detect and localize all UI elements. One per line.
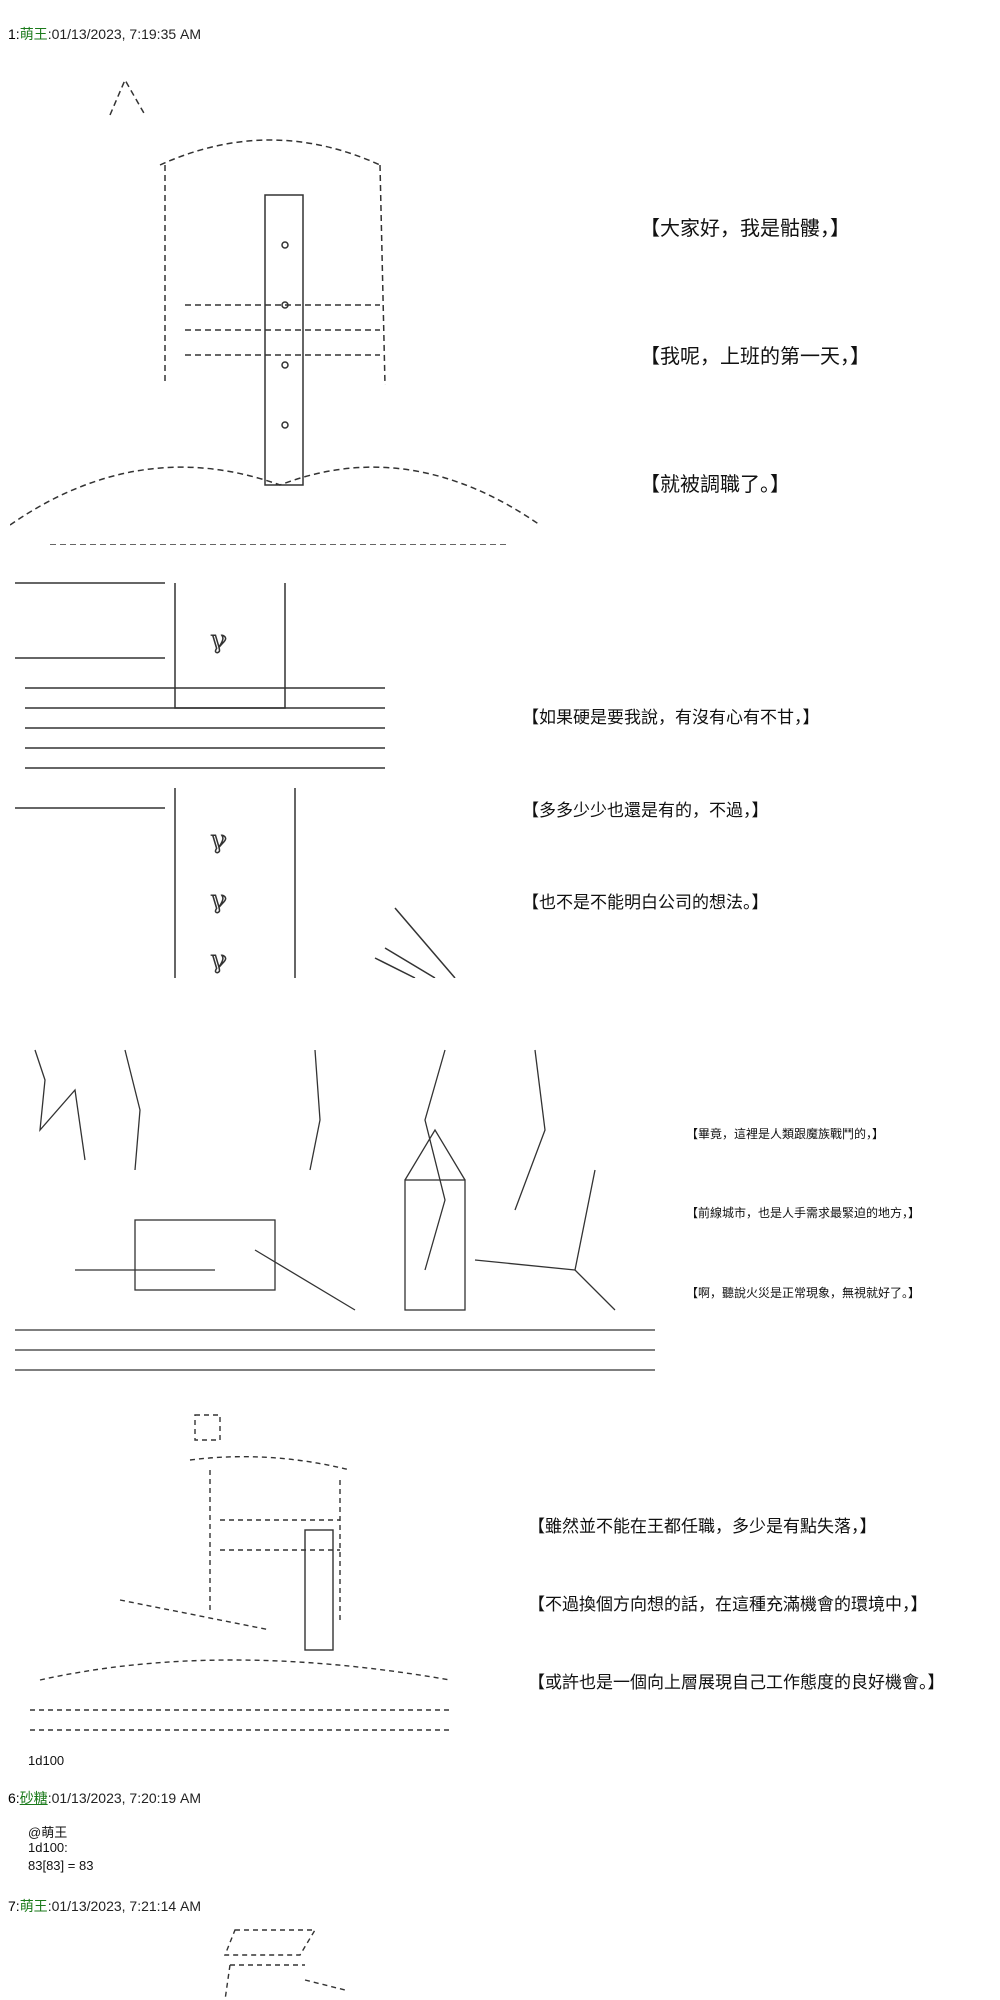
speech-line: 【雖然並不能在王都任職，多少是有點失落，】 — [528, 1517, 877, 1537]
svg-text:ℽ: ℽ — [210, 945, 228, 975]
post-number: 1: — [8, 26, 20, 42]
speech-line: 【也不是不能明白公司的想法。】 — [522, 893, 769, 913]
speech-line: 【我呢，上班的第一天，】 — [640, 344, 870, 368]
dice-command: 1d100 — [28, 1753, 65, 1768]
post-header-6: 6:砂糖:01/13/2023, 7:20:19 AM — [8, 1788, 201, 1808]
speech-line: 【如果硬是要我說，有沒有心有不甘，】 — [522, 708, 820, 728]
speech-line: 【不過換個方向想的話，在這種充滿機會的環境中，】 — [528, 1595, 928, 1615]
knight-desk-art — [20, 1410, 460, 1740]
speech-line: 【畢竟，這裡是人類跟魔族戰鬥的，】 — [686, 1127, 885, 1141]
post-number: 6: — [8, 1790, 20, 1806]
speech-line: 【就被調職了。】 — [640, 472, 790, 496]
svg-text:ℽ: ℽ — [210, 625, 228, 655]
poster-name[interactable]: 砂糖 — [19, 1790, 48, 1806]
post-date: :01/13/2023, 7:19:35 AM — [47, 26, 202, 42]
dice-result: 83[83] = 83 — [28, 1858, 94, 1873]
speech-line: 【前線城市，也是人手需求最緊迫的地方，】 — [686, 1206, 921, 1220]
speech-line: 【或許也是一個向上層展現自己工作態度的良好機會。】 — [528, 1673, 945, 1693]
dice-command: 1d100: — [28, 1840, 68, 1855]
svg-text:ℽ: ℽ — [210, 825, 228, 855]
speech-line: 【多多少少也還是有的，不過，】 — [522, 801, 769, 821]
post-header-1: 1:萌王:01/13/2023, 7:19:35 AM — [8, 24, 201, 44]
post-header-7: 7:萌王:01/13/2023, 7:21:14 AM — [8, 1896, 201, 1916]
post-date: :01/13/2023, 7:21:14 AM — [47, 1898, 202, 1914]
speech-line: 【啊，聽說火災是正常現象，無視就好了。】 — [686, 1286, 921, 1300]
knight-helmet-art — [10, 55, 550, 545]
reply-mention[interactable]: @萌王 — [28, 1825, 68, 1840]
speech-line: 【大家好，我是骷髏，】 — [640, 216, 850, 240]
svg-text:ℽ: ℽ — [210, 885, 228, 915]
knight-partial-art — [215, 1925, 355, 2000]
burning-castle-art — [15, 1010, 655, 1390]
desk-comic-art: ℽ ℽ ℽ ℽ — [15, 578, 475, 978]
poster-name[interactable]: 萌王 — [19, 26, 48, 42]
post-date: :01/13/2023, 7:20:19 AM — [47, 1790, 202, 1806]
poster-name[interactable]: 萌王 — [19, 1898, 48, 1914]
post-number: 7: — [8, 1898, 20, 1914]
